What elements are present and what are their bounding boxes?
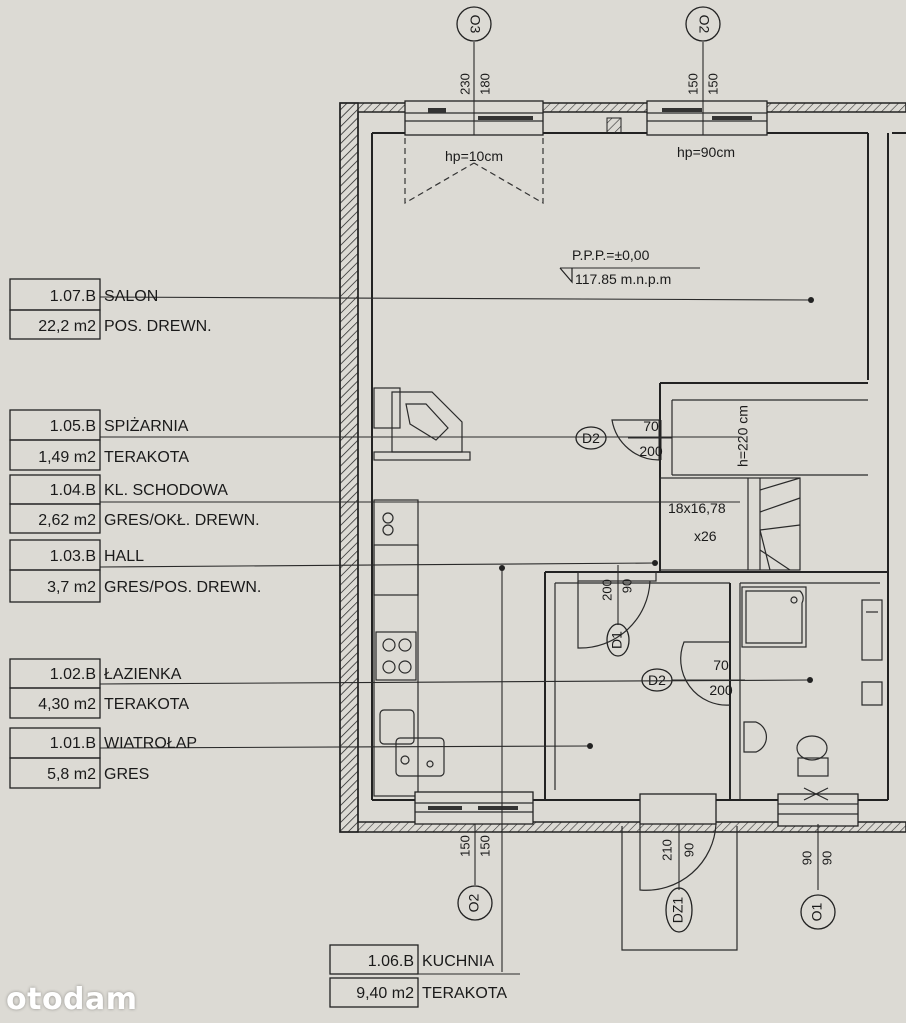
legend-name: ŁAZIENKA (104, 666, 182, 683)
legend-lazienka: 1.02.B ŁAZIENKA 4,30 m2 TERAKOTA (9, 658, 189, 789)
kitchen-counter (373, 499, 419, 797)
stair-count: x26 (694, 528, 717, 544)
window-o1 (777, 787, 859, 827)
legend-area: 2,62 m2 (38, 512, 96, 529)
axis-label-o1: O1 (809, 902, 825, 921)
otodam-logo: otodam (6, 982, 138, 1017)
legend-area: 4,30 m2 (38, 696, 96, 713)
door-tag-d2-top (575, 426, 607, 450)
legend-name: KUCHNIA (422, 953, 494, 970)
dim-o2-bottom-height: 150 (457, 835, 472, 857)
kitchen-sink (379, 709, 445, 777)
legend-salon: 1.07.B SALON 22,2 m2 POS. DREWN. (9, 278, 212, 340)
door-d1-width: 90 (619, 579, 634, 593)
legend-area: 5,8 m2 (47, 766, 96, 783)
legend-finish: TERAKOTA (104, 449, 189, 466)
door-d2-bath-height: 200 (709, 682, 733, 698)
door-d1-height: 200 (599, 579, 614, 601)
axis-label-o2-top: O2 (696, 15, 712, 34)
radiator (861, 599, 883, 706)
dim-o1-height: 90 (799, 851, 814, 865)
chimney (606, 117, 622, 134)
room-leaders (99, 296, 814, 972)
entrance-door-dz1 (621, 793, 738, 951)
axis-bubble-o2-top (685, 6, 721, 42)
legend-name: SALON (104, 288, 158, 305)
stair-spec: 18x16,78 (668, 500, 726, 516)
legend-code: 1.05.B (50, 418, 96, 435)
door-tag-d2-bath (641, 668, 673, 692)
legend-wiatrolap: 1.01.B WIATROŁAP 5,8 m2 GRES (47, 735, 197, 783)
toilet (796, 735, 829, 777)
legend-name: WIATROŁAP (104, 735, 197, 752)
legend-finish: GRES (104, 766, 149, 783)
legend-finish: GRES/OKŁ. DREWN. (104, 512, 260, 529)
legend-name: SPIŻARNIA (104, 416, 189, 435)
legend-area: 1,49 m2 (38, 449, 96, 466)
door-tag-d1 (606, 623, 630, 657)
level-elevation: 117.85 m.n.p.m (575, 271, 671, 287)
door-d2-top-height: 200 (639, 443, 663, 459)
door-d2-bath-width: 70 (713, 657, 729, 673)
window-o2-top (646, 100, 768, 136)
dim-o2-bottom-width: 150 (477, 835, 492, 857)
dim-o2-top-height: 150 (685, 73, 700, 95)
legend-name: HALL (104, 548, 144, 565)
legend-code: 1.07.B (50, 288, 96, 305)
cooktop (375, 631, 417, 681)
legend-name: KL. SCHODOWA (104, 482, 228, 499)
exterior-walls (339, 102, 906, 833)
sill-height-left: hp=10cm (445, 148, 503, 164)
legend-finish: GRES/POS. DREWN. (104, 579, 261, 596)
door-d1 (577, 565, 657, 649)
dim-o2-top-width: 150 (705, 73, 720, 95)
legend-area: 3,7 m2 (47, 579, 96, 596)
legend-kl-schodowa: 1.04.B KL. SCHODOWA 2,62 m2 GRES/OKŁ. DR… (38, 482, 259, 529)
shower (741, 586, 807, 648)
legend-kuchnia: 1.06.B KUCHNIA 9,40 m2 TERAKOTA (329, 944, 520, 1008)
axis-bubble-o2-bottom (457, 885, 493, 921)
legend-code: 1.02.B (50, 666, 96, 683)
legend-code: 1.04.B (50, 482, 96, 499)
window-o2-bottom (414, 791, 534, 825)
door-tag-d1-label: D1 (609, 631, 625, 649)
legend-finish: POS. DREWN. (104, 318, 212, 335)
axis-bubble-o3 (456, 6, 492, 42)
axis-label-o3: O3 (467, 15, 483, 34)
dim-dz1-height: 210 (659, 839, 674, 861)
axis-bubble-dz1 (665, 887, 693, 933)
legend-finish: TERAKOTA (422, 985, 507, 1002)
legend-area: 22,2 m2 (38, 318, 96, 335)
door-tag-d2-top-label: D2 (582, 430, 600, 446)
axis-bubble-o1 (800, 894, 836, 930)
fireplace (373, 387, 471, 461)
window-o3 (404, 100, 544, 205)
legend-finish: TERAKOTA (104, 696, 189, 713)
axis-label-dz1: DZ1 (670, 897, 686, 924)
axis-label-o2-bottom: O2 (466, 893, 482, 912)
door-d2-top-width: 70 (643, 418, 659, 434)
legend-code: 1.01.B (50, 735, 96, 752)
dim-dz1-width: 90 (681, 843, 696, 857)
legend-code: 1.03.B (50, 548, 96, 565)
door-tag-d2-bath-label: D2 (648, 672, 666, 688)
legend-spizarnia: 1.05.B SPIŻARNIA 1,49 m2 TERAKOTA (9, 409, 189, 603)
legend-area: 9,40 m2 (356, 985, 414, 1002)
dim-o3-height: 230 (457, 73, 472, 95)
legend-hall: 1.03.B HALL 3,7 m2 GRES/POS. DREWN. (47, 548, 261, 596)
legend-code: 1.06.B (368, 953, 414, 970)
dim-o1-width: 90 (819, 851, 834, 865)
staircase (659, 477, 801, 571)
door-d2-pantry (611, 419, 672, 461)
level-ppp: P.P.P.=±0,00 (572, 247, 650, 263)
dim-o3-width: 180 (477, 73, 492, 95)
pantry-height: h=220 cm (735, 405, 751, 467)
washbasin (743, 721, 768, 753)
sill-height-right: hp=90cm (677, 144, 735, 160)
